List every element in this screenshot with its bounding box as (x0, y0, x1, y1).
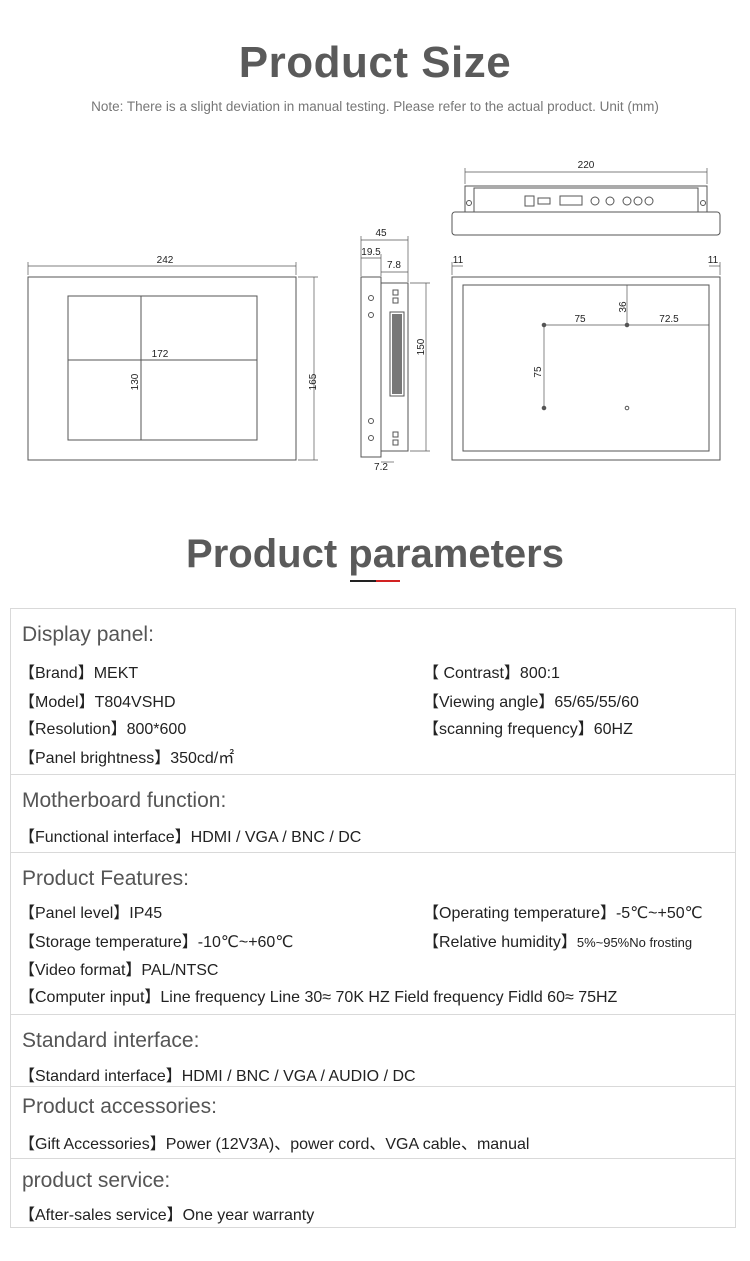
standard-interface-row: 【Standard interface】HDMI / BNC / VGA / A… (19, 1068, 416, 1085)
front-screen (67, 295, 258, 441)
functional-interface-row: 【Functional interface】HDMI / VGA / BNC /… (19, 829, 362, 846)
scanning-row: 【scanning frequency】60HZ (423, 721, 633, 738)
top-body (464, 185, 708, 213)
after-sales-row: 【After-sales service】One year warranty (19, 1207, 315, 1224)
dim-back-left: 11 (453, 255, 464, 266)
title-accent-dark (350, 580, 376, 582)
features-section: Product Features: 【Panel level】IP45 【Ope… (11, 853, 735, 1015)
dim-vesa-right: 72.5 (659, 314, 679, 325)
motherboard-section: Motherboard function: 【Functional interf… (11, 775, 735, 853)
storage-temp-row: 【Storage temperature】-10℃~+60℃ (19, 934, 294, 951)
viewing-angle-row: 【Viewing angle】65/65/55/60 (423, 694, 639, 711)
dim-screen-width: 172 (152, 349, 169, 360)
service-section: product service: 【After-sales service】On… (11, 1159, 735, 1227)
dim-back-right: 11 (708, 255, 719, 266)
display-panel-section: Display panel: 【Brand】MEKT 【 Contrast】80… (11, 609, 735, 775)
humidity-label: 【Relative humidity】 (423, 934, 577, 951)
video-format-row: 【Video format】PAL/NTSC (19, 962, 219, 979)
dim-side-height: 150 (416, 338, 427, 355)
parameters-table: Display panel: 【Brand】MEKT 【 Contrast】80… (10, 608, 736, 1228)
dim-vesa-v: 75 (533, 366, 544, 378)
humidity-row: 【Relative humidity】5%~95%No frosting (423, 928, 692, 952)
humidity-value: 5%~95%No frosting (576, 935, 693, 950)
dim-front-width: 242 (157, 255, 174, 266)
brand-row: 【Brand】MEKT (19, 665, 139, 682)
dim-screen-height: 130 (130, 373, 141, 390)
dim-front-height: 165 (308, 373, 319, 390)
back-panel (462, 284, 710, 452)
top-bezel (451, 211, 721, 236)
contrast-row: 【 Contrast】800:1 (423, 665, 560, 682)
size-note: Note: There is a slight deviation in man… (91, 99, 659, 114)
title-accent-red (376, 580, 400, 582)
brightness-row: 【Panel brightness】350cd/㎡ (19, 750, 235, 767)
standard-interface-section: Standard interface: 【Standard interface】… (11, 1015, 735, 1087)
dim-vesa-top: 36 (618, 301, 629, 313)
operating-temp-row: 【Operating temperature】-5℃~+50℃ (423, 905, 703, 922)
front-frame (27, 276, 297, 461)
product-parameters-title: Product parameters (186, 532, 564, 576)
section-heading: Product accessories: (22, 1095, 217, 1118)
back-frame (451, 276, 721, 461)
accessories-section: Product accessories: 【Gift Accessories】P… (11, 1087, 735, 1159)
dim-top-width: 220 (578, 160, 595, 171)
dimension-drawing: 242 172 130 165 45 19.5 7.8 150 7.2 220 … (27, 160, 721, 473)
model-row: 【Model】T804VSHD (19, 694, 176, 711)
panel-level-row: 【Panel level】IP45 (19, 905, 163, 922)
section-heading: Standard interface: (22, 1029, 200, 1052)
computer-input-row: 【Computer input】Line frequency Line 30≈ … (19, 989, 618, 1006)
resolution-row: 【Resolution】800*600 (19, 721, 187, 738)
product-size-title: Product Size (238, 38, 512, 87)
dim-side-bottom: 7.2 (374, 462, 388, 473)
dim-side-inner: 7.8 (387, 260, 401, 271)
section-heading: Display panel: (22, 623, 154, 646)
dim-vesa-h: 75 (574, 314, 586, 325)
dim-side-depth: 45 (375, 228, 387, 239)
gift-accessories-row: 【Gift Accessories】Power (12V3A)、power co… (19, 1136, 530, 1153)
section-heading: Motherboard function: (22, 789, 227, 812)
section-heading: Product Features: (22, 867, 189, 890)
section-heading: product service: (22, 1169, 171, 1192)
dim-side-offset: 19.5 (361, 247, 381, 258)
side-body (360, 276, 382, 458)
